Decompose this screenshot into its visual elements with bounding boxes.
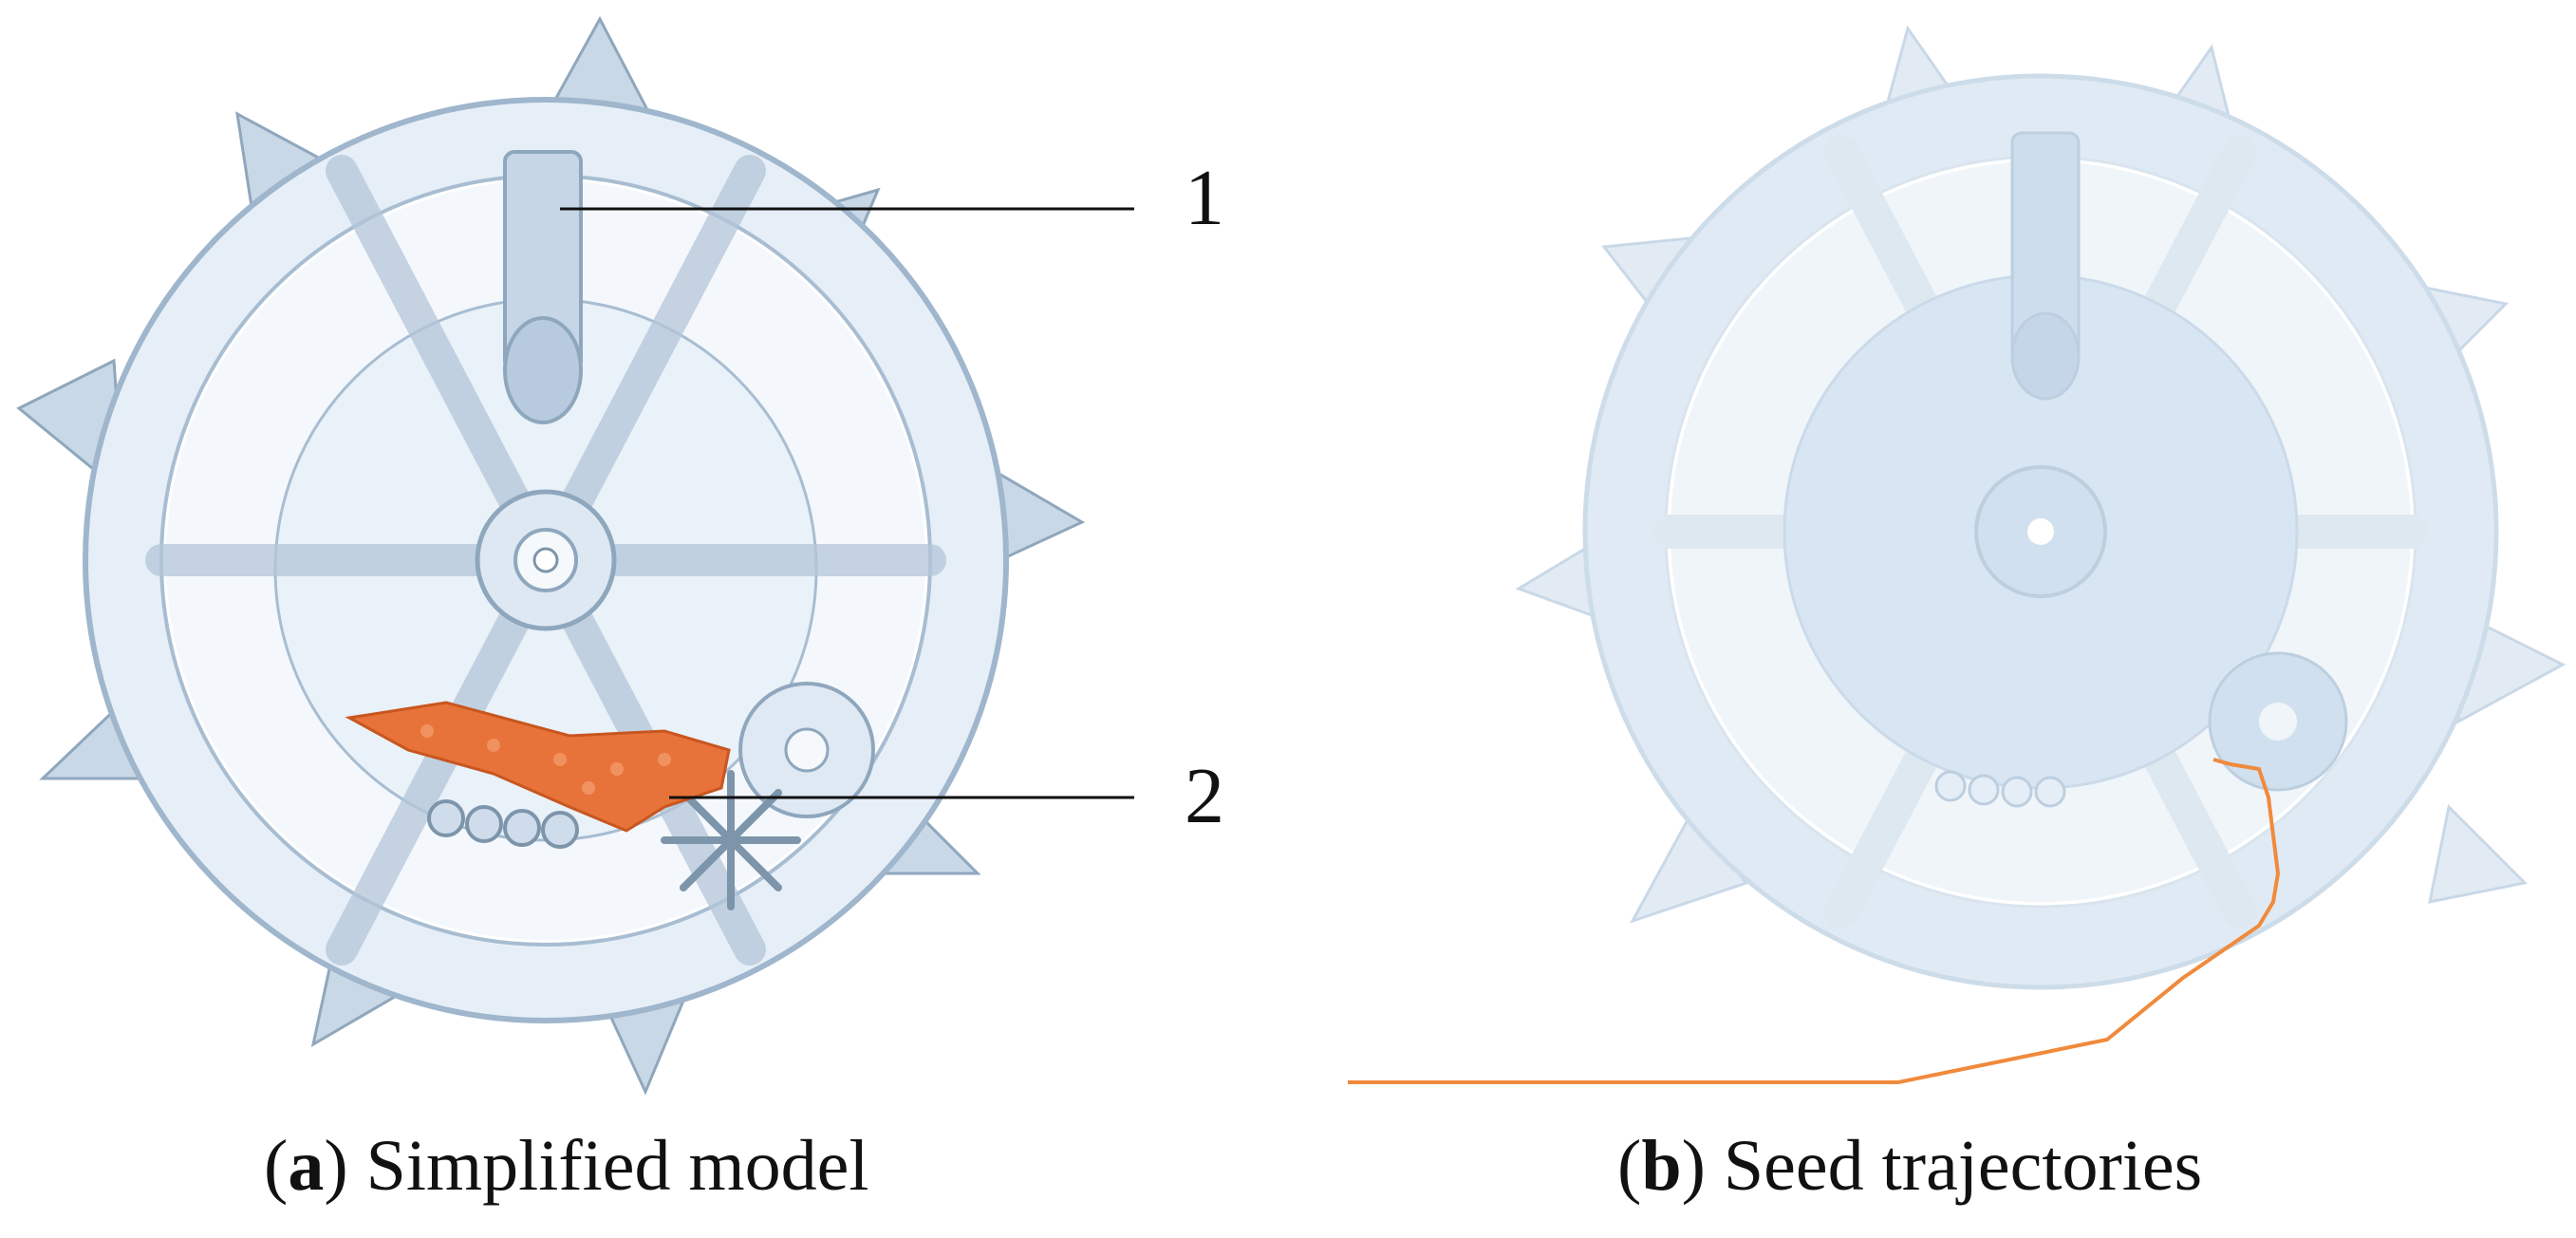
- rollers-b: [1934, 770, 2066, 808]
- seed-trajectory: [1348, 758, 2281, 1084]
- callout-label-1: 1: [1185, 154, 1224, 242]
- caption-a-letter: a: [288, 1126, 325, 1206]
- star-wheel-a: [661, 770, 801, 910]
- caption-b-label: Seed trajectories: [1723, 1126, 2203, 1206]
- caption-b-letter: b: [1641, 1126, 1682, 1206]
- caption-b: (b) Seed trajectories: [1617, 1126, 2203, 1206]
- panel-a-wheel: [16, 15, 1086, 1096]
- panel-b-wheel: [1515, 25, 2567, 990]
- caption-a: (a) Simplified model: [264, 1126, 869, 1206]
- seed-tube-a: [503, 150, 583, 424]
- callout-label-2: 2: [1185, 752, 1224, 840]
- caption-a-label: Simplified model: [365, 1126, 869, 1206]
- rollers-a: [427, 799, 579, 849]
- seed-tube-b: [2010, 131, 2081, 401]
